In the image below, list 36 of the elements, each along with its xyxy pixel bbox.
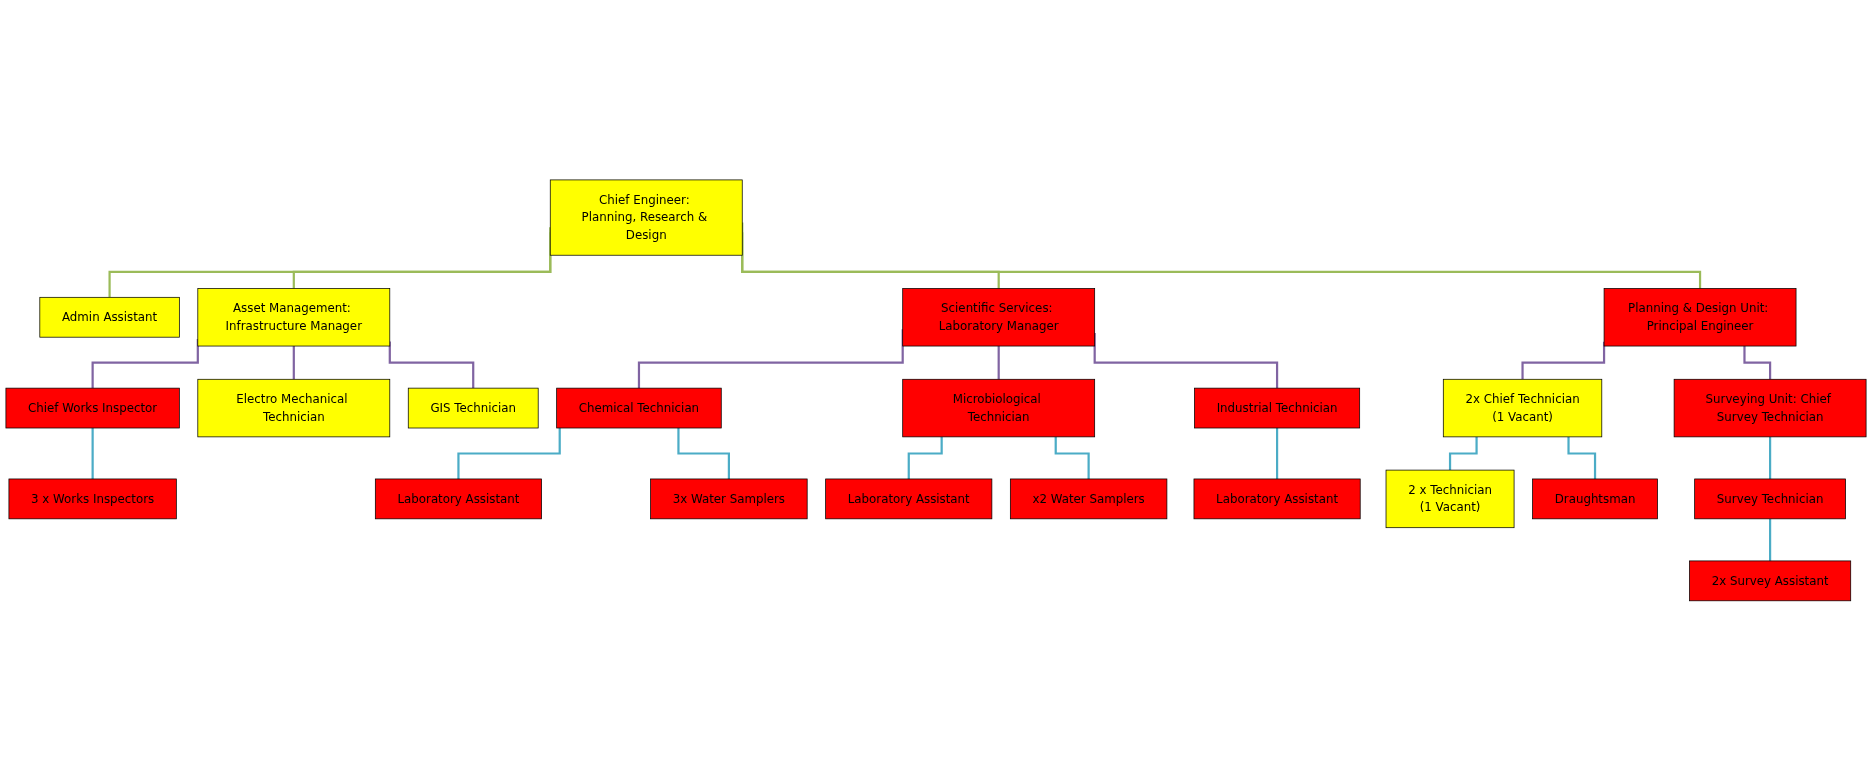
connector <box>1769 437 1772 481</box>
node-box: Survey Technician <box>1694 478 1846 520</box>
connector <box>907 437 943 481</box>
connector <box>1275 428 1279 481</box>
connector <box>91 428 94 481</box>
node-box: x2 Water Samplers <box>1009 478 1168 520</box>
node-box: Scientific Services: Laboratory Manager <box>902 288 1096 347</box>
connector <box>457 428 561 481</box>
node-box: 2x Survey Assistant <box>1689 560 1852 602</box>
node-box: Planning & Design Unit: Principal Engineer <box>1603 288 1797 347</box>
node-box: Asset Management: Infrastructure Manager <box>197 288 391 347</box>
node-box: 3x Water Samplers <box>650 478 808 520</box>
node-box: Surveying Unit: Chief Survey Technician <box>1673 379 1867 438</box>
node-box: Chief Engineer: Planning, Research & Design <box>549 179 743 256</box>
connector <box>1054 437 1090 481</box>
node-box: Electro Mechanical Technician <box>197 379 391 438</box>
connector <box>1769 518 1772 563</box>
node-box: Chief Works Inspector <box>5 387 180 429</box>
connector <box>292 346 295 381</box>
connector <box>1743 346 1772 381</box>
connector <box>1567 437 1597 481</box>
node-box: 2 x Technician (1 Vacant) <box>1385 469 1515 529</box>
node-box: GIS Technician <box>407 387 539 429</box>
node-box: 3 x Works Inspectors <box>8 478 177 520</box>
node-box: Industrial Technician <box>1194 387 1361 429</box>
node-box: Laboratory Assistant <box>825 478 993 520</box>
connector <box>1448 437 1478 472</box>
node-box: Microbiological Technician <box>902 379 1096 438</box>
node-box: Admin Assistant <box>39 297 180 338</box>
node-box: Laboratory Assistant <box>1193 478 1361 520</box>
node-box: Chemical Technician <box>556 387 722 429</box>
node-box: Laboratory Assistant <box>374 478 542 520</box>
connector <box>677 428 730 481</box>
node-box: 2x Chief Technician (1 Vacant) <box>1442 379 1603 438</box>
node-box: Draughtsman <box>1532 478 1658 520</box>
connector <box>997 346 1000 381</box>
